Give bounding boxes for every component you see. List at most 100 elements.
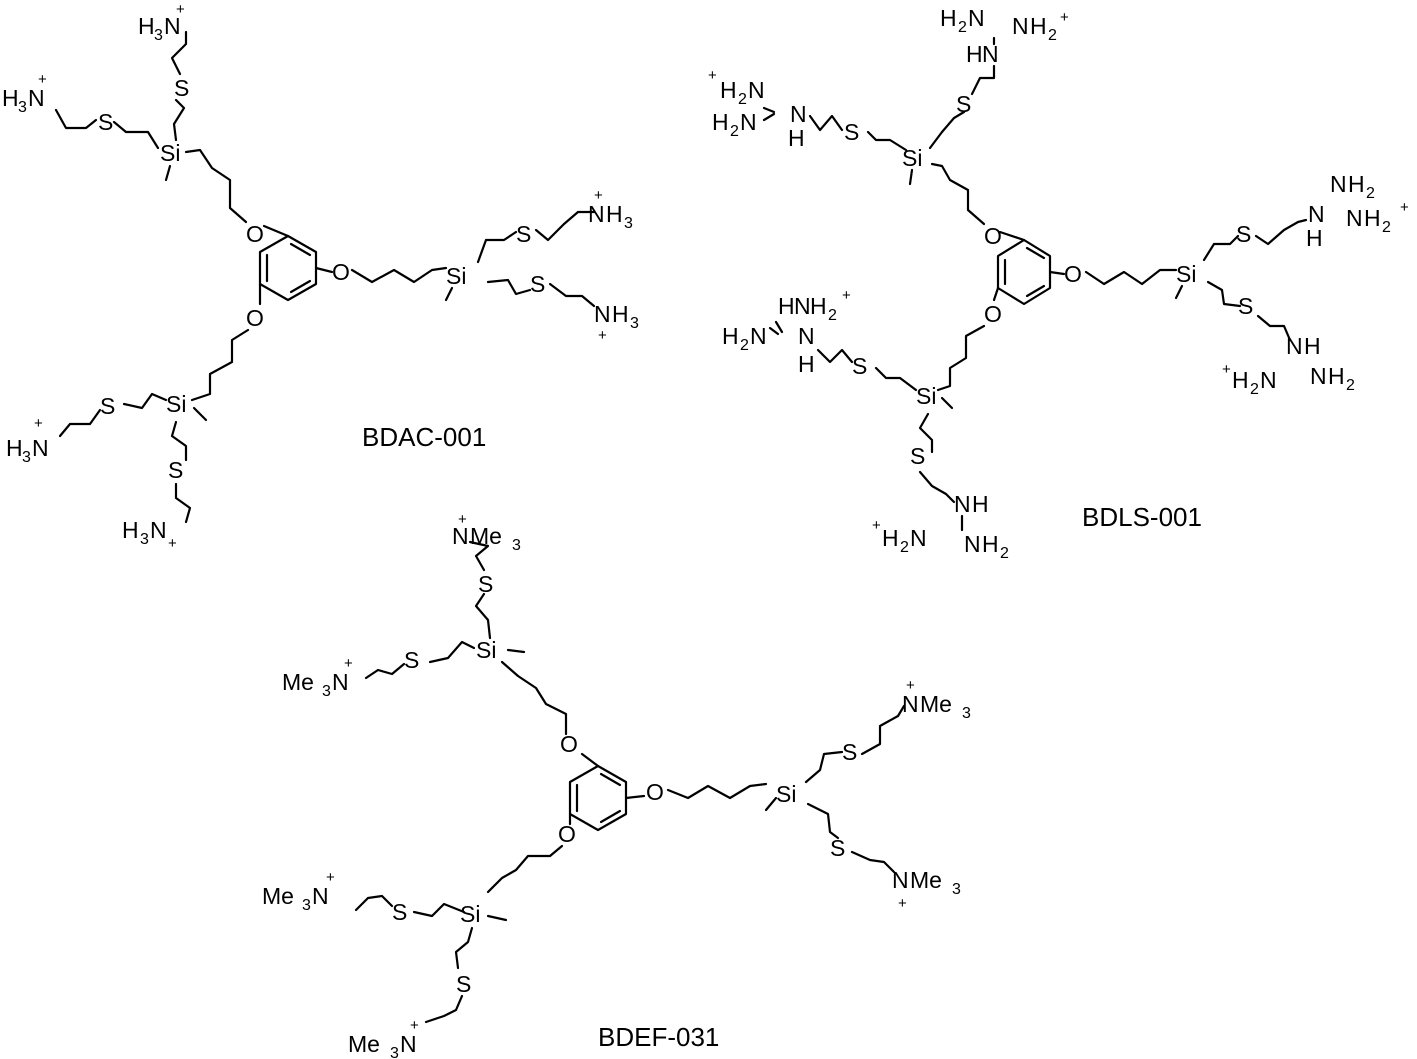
atom-s: S [842,739,857,765]
atom-o: O [984,301,1002,327]
atom-n: N [982,41,999,67]
atom-h: H [606,201,623,227]
atom-h: H [798,351,815,377]
atom-n: N [750,323,767,349]
atom-h: H [1306,225,1323,251]
atom-o: O [646,779,664,805]
atom-n: N [1310,363,1327,389]
svg-text:+: + [708,67,717,84]
atom-o: O [246,221,264,247]
atom-s: S [956,91,971,117]
atom-me: Me [262,883,294,909]
atom-s: S [98,109,113,135]
atom-h: H [1364,205,1381,231]
atom-s: S [852,353,867,379]
atom-si: Si [1176,261,1196,287]
atom-n: N [748,77,765,103]
atom-si: Si [446,263,466,289]
atom-n: N [164,13,181,39]
atom-h: H [966,41,983,67]
svg-text:2: 2 [740,337,749,354]
atom-n: N [1330,171,1347,197]
atom-n: N [954,491,971,517]
atom-h: H [1030,13,1047,39]
svg-text:+: + [34,415,43,432]
atom-n: N [902,691,919,717]
atom-h: H [1348,171,1365,197]
atom-s: S [478,571,493,597]
svg-text:+: + [906,677,915,694]
svg-text:+: + [168,535,177,552]
svg-text:2: 2 [1346,377,1355,394]
atom-n: N [452,523,469,549]
svg-text:3: 3 [962,705,971,722]
molecule-bdls-001: O Si S H N H 2 N N H 2 + S N H H 2 N + H… [708,5,1409,562]
benzene-ring [568,764,628,832]
atom-o: O [560,731,578,757]
svg-text:+: + [1060,9,1069,26]
atom-o: O [558,821,576,847]
atom-h: H [712,109,729,135]
molecule-label: BDEF-031 [598,1022,719,1052]
svg-text:3: 3 [154,27,163,44]
atom-h: H [612,301,629,327]
atom-n: N [790,101,807,127]
atom-s: S [1236,221,1251,247]
svg-text:+: + [598,327,607,344]
atom-n: N [910,525,927,551]
atom-si: Si [902,145,922,171]
svg-text:+: + [898,895,907,912]
atom-s: S [830,835,845,861]
svg-text:+: + [458,511,467,528]
svg-text:3: 3 [952,881,961,898]
atom-s: S [910,443,925,469]
atom-n: N [740,109,757,135]
atom-s: S [844,119,859,145]
svg-text:3: 3 [302,897,311,914]
atom-me: Me [910,867,942,893]
svg-text:2: 2 [1250,381,1259,398]
atom-n: N [1346,205,1363,231]
molecule-bdac-001: O Si S H 3 N + S H 3 N + O Si S N + H 3 [2,1,639,552]
atom-h: H [1304,333,1321,359]
svg-text:3: 3 [624,215,633,232]
atom-s: S [1238,293,1253,319]
atom-n: N [1260,367,1277,393]
atom-h: H [778,293,795,319]
atom-s: S [404,647,419,673]
svg-text:2: 2 [958,19,967,36]
svg-text:+: + [872,517,881,534]
svg-text:3: 3 [22,449,31,466]
atom-s: S [516,221,531,247]
svg-text:2: 2 [738,91,747,108]
atom-h: H [1328,363,1345,389]
atom-n: N [794,293,811,319]
atom-h: H [122,517,139,543]
atom-h: H [810,293,827,319]
atom-o: O [332,259,350,285]
atom-n: N [798,323,815,349]
svg-text:+: + [326,869,335,886]
svg-text:3: 3 [322,683,331,700]
atom-o: O [1064,261,1082,287]
atom-si: Si [460,901,480,927]
atom-n: N [312,883,329,909]
atom-o: O [246,305,264,331]
atom-si: Si [166,391,186,417]
svg-text:+: + [344,655,353,672]
atom-h: H [882,525,899,551]
svg-text:2: 2 [828,307,837,324]
svg-text:2: 2 [1048,27,1057,44]
atom-n: N [400,1031,417,1057]
svg-text:2: 2 [900,539,909,556]
svg-text:2: 2 [1366,185,1375,202]
atom-si: Si [916,383,936,409]
atom-n: N [332,669,349,695]
svg-text:2: 2 [730,123,739,140]
benzene-ring [996,238,1052,306]
atom-s: S [392,899,407,925]
atom-n: N [594,301,611,327]
atom-si: Si [160,140,180,166]
atom-h: H [2,85,19,111]
